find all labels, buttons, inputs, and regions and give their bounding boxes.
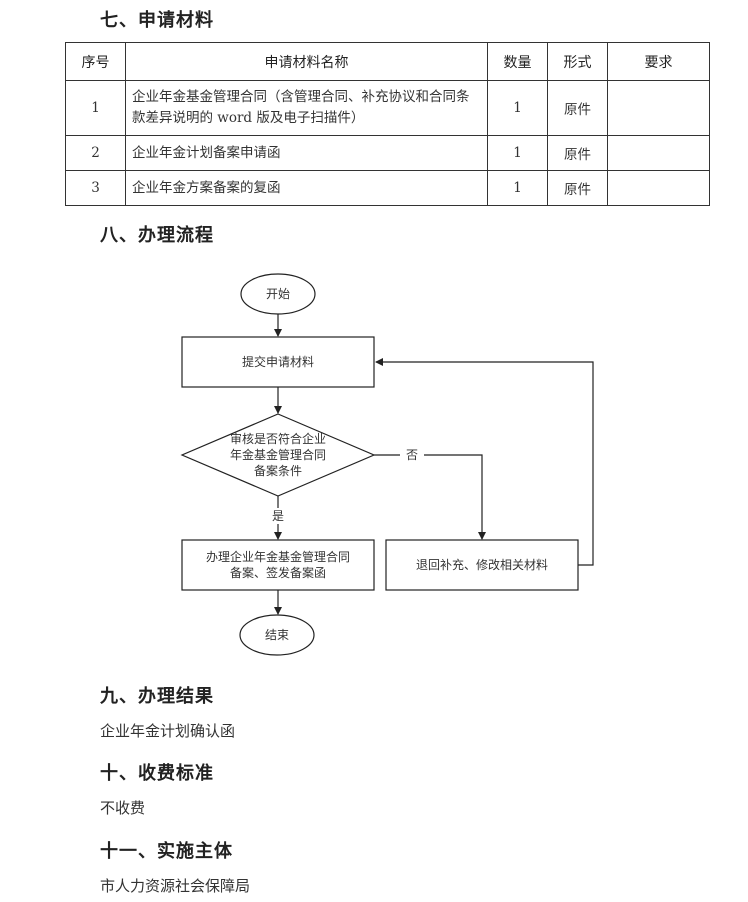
section-8-heading: 八、办理流程 <box>100 225 214 246</box>
table-header-row: 序号 申请材料名称 数量 形式 要求 <box>65 42 710 81</box>
row-no: 2 <box>65 135 126 171</box>
col-header-form: 形式 <box>547 42 608 81</box>
row-qty: 1 <box>487 80 548 136</box>
row-qty: 1 <box>487 135 548 171</box>
section-7-heading: 七、申请材料 <box>100 10 214 31</box>
row-form: 原件 <box>547 170 608 206</box>
section-10-text: 不收费 <box>100 799 146 817</box>
materials-table: 序号 申请材料名称 数量 形式 要求 1 企业年金基金管理合同（含管理合同、补充… <box>65 42 710 206</box>
row-no: 3 <box>65 170 126 206</box>
process-label-1: 办理企业年金基金管理合同 <box>206 549 350 564</box>
no-label: 否 <box>406 448 418 462</box>
row-name: 企业年金方案备案的复函 <box>125 170 488 206</box>
row-req <box>607 80 710 136</box>
start-label: 开始 <box>266 287 290 301</box>
table-row: 2 企业年金计划备案申请函 1 原件 <box>65 135 710 171</box>
row-req <box>607 135 710 171</box>
table-row: 3 企业年金方案备案的复函 1 原件 <box>65 170 710 206</box>
return-label: 退回补充、修改相关材料 <box>416 557 548 572</box>
process-node <box>181 539 375 591</box>
row-req <box>607 170 710 206</box>
submit-label: 提交申请材料 <box>242 354 314 369</box>
row-name: 企业年金计划备案申请函 <box>125 135 488 171</box>
decision-label-3: 备案条件 <box>254 463 302 478</box>
row-no: 1 <box>65 80 126 136</box>
col-header-req: 要求 <box>607 42 710 81</box>
section-10-heading: 十、收费标准 <box>100 763 214 784</box>
end-label: 结束 <box>265 628 289 642</box>
table-row: 1 企业年金基金管理合同（含管理合同、补充协议和合同条款差异说明的 word 版… <box>65 80 710 136</box>
section-11-text: 市人力资源社会保障局 <box>100 877 251 895</box>
row-qty: 1 <box>487 170 548 206</box>
decision-label-1: 审核是否符合企业 <box>230 431 326 446</box>
col-header-no: 序号 <box>65 42 126 81</box>
arrow-decision-no-2 <box>424 454 486 540</box>
decision-label-2: 年金基金管理合同 <box>230 447 326 462</box>
process-flowchart: 开始 提交申请材料 审核是否符合企业 年金基金管理合同 备案条件 否 是 办理企… <box>180 273 594 656</box>
arrow-return-loop <box>375 358 594 566</box>
section-9-heading: 九、办理结果 <box>100 686 214 707</box>
row-form: 原件 <box>547 135 608 171</box>
col-header-qty: 数量 <box>487 42 548 81</box>
yes-label: 是 <box>272 509 284 523</box>
section-11-heading: 十一、实施主体 <box>100 841 233 862</box>
process-label-2: 备案、签发备案函 <box>230 565 326 580</box>
col-header-name: 申请材料名称 <box>125 42 488 81</box>
row-form: 原件 <box>547 80 608 136</box>
end-node <box>239 614 315 656</box>
section-9-text: 企业年金计划确认函 <box>100 722 236 740</box>
row-name: 企业年金基金管理合同（含管理合同、补充协议和合同条款差异说明的 word 版及电… <box>125 80 488 136</box>
